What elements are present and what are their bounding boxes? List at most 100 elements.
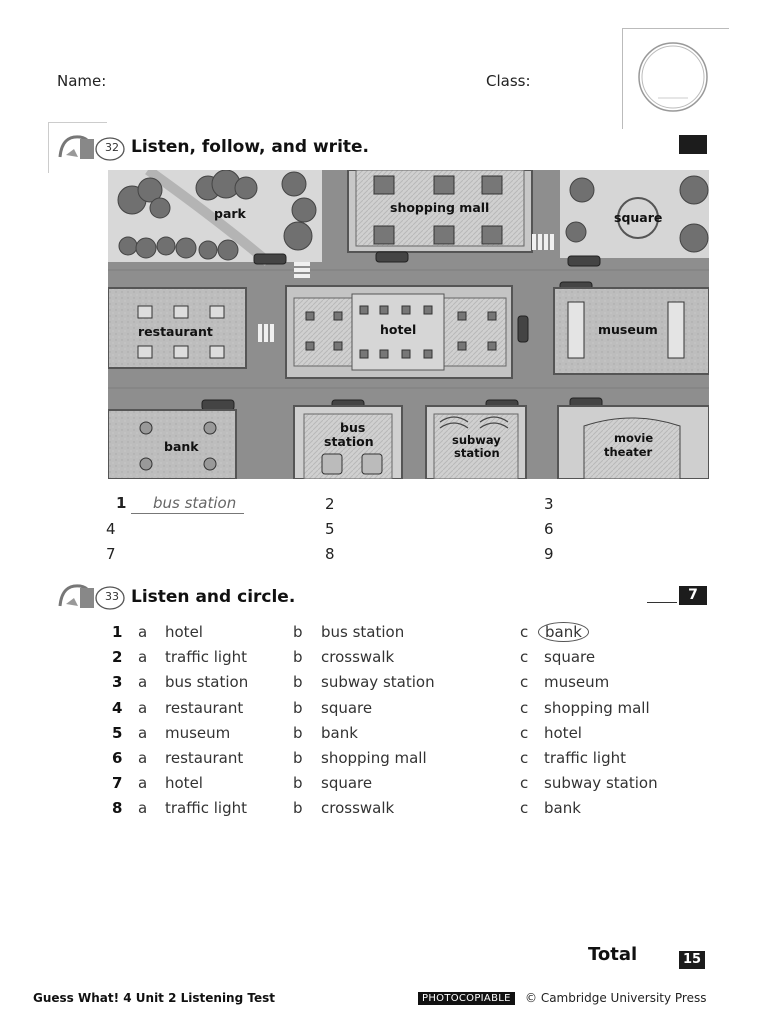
track-number-32: 32 bbox=[105, 141, 119, 154]
option-c[interactable]: square bbox=[544, 648, 596, 667]
write-number-8: 8 bbox=[325, 545, 335, 563]
option-a[interactable]: museum bbox=[165, 723, 231, 742]
option-a[interactable]: traffic light bbox=[165, 648, 248, 667]
write-number-5: 5 bbox=[325, 520, 335, 538]
option-b[interactable]: shopping mall bbox=[321, 749, 427, 767]
option-letter-c: c bbox=[520, 673, 529, 692]
map-label-park: park bbox=[214, 206, 247, 221]
option-b[interactable]: bank bbox=[321, 723, 358, 742]
section1-title: Listen, follow, and write. bbox=[131, 137, 370, 157]
class-label: Class: bbox=[486, 72, 531, 90]
map-label-bank: bank bbox=[164, 439, 199, 454]
option-c-circled[interactable]: bank bbox=[538, 622, 589, 642]
option-letter-a: a bbox=[138, 648, 148, 667]
map-museum: museum bbox=[553, 287, 709, 375]
write-number-9: 9 bbox=[544, 545, 554, 563]
option-c[interactable]: shopping mall bbox=[544, 698, 650, 717]
option-b[interactable]: subway station bbox=[321, 673, 435, 692]
option-letter-a: a bbox=[138, 623, 148, 641]
option-letter-b: b bbox=[293, 673, 303, 692]
photocopiable-badge: PHOTOCOPIABLE bbox=[418, 992, 515, 1005]
grade-circle bbox=[638, 42, 708, 112]
question-number: 3 bbox=[112, 673, 123, 692]
option-letter-a: a bbox=[138, 673, 148, 692]
option-letter-b: b bbox=[293, 774, 303, 793]
option-c[interactable]: traffic light bbox=[544, 749, 627, 767]
map-label-shopping-mall: shopping mall bbox=[390, 200, 489, 215]
map-bank: bank bbox=[108, 409, 237, 479]
option-c[interactable]: hotel bbox=[544, 723, 582, 742]
option-c[interactable]: subway station bbox=[544, 774, 658, 793]
write-number-7: 7 bbox=[106, 545, 116, 563]
option-a[interactable]: traffic light bbox=[165, 799, 248, 818]
option-b[interactable]: square bbox=[321, 698, 373, 717]
option-letter-b: b bbox=[293, 623, 303, 641]
map-square: square bbox=[560, 170, 709, 258]
section1-score-box bbox=[679, 135, 707, 154]
write-number-4: 4 bbox=[106, 520, 116, 538]
map-label-hotel: hotel bbox=[380, 322, 416, 337]
option-letter-b: b bbox=[293, 648, 303, 667]
section1-corner bbox=[48, 122, 107, 173]
option-letter-c: c bbox=[520, 774, 529, 793]
audio-cd-icon bbox=[58, 584, 125, 610]
option-c[interactable]: museum bbox=[544, 673, 610, 692]
map-subway-station: subway station bbox=[425, 405, 527, 479]
option-letter-b: b bbox=[293, 698, 303, 717]
option-a[interactable]: bus station bbox=[165, 673, 249, 692]
option-letter-b: b bbox=[293, 723, 303, 742]
option-letter-a: a bbox=[138, 799, 148, 818]
option-letter-a: a bbox=[138, 723, 148, 742]
question-number: 8 bbox=[112, 799, 123, 818]
map-label-movie-1: movie bbox=[614, 431, 653, 445]
map-label-bus-2: station bbox=[324, 434, 374, 449]
map-park: park bbox=[108, 170, 322, 266]
option-a[interactable]: hotel bbox=[165, 623, 203, 641]
map-movie-theater: movie theater bbox=[557, 405, 709, 479]
map-bus-station: bus station bbox=[293, 405, 403, 479]
map-label-movie-2: theater bbox=[604, 445, 653, 459]
option-a[interactable]: restaurant bbox=[165, 698, 244, 717]
option-letter-a: a bbox=[138, 774, 148, 793]
map-label-bus-1: bus bbox=[340, 420, 365, 435]
question-number: 5 bbox=[112, 723, 123, 742]
footer-title: Guess What! 4 Unit 2 Listening Test bbox=[33, 991, 275, 1005]
option-letter-c: c bbox=[520, 623, 529, 641]
map-label-subway-2: station bbox=[454, 446, 500, 460]
option-letter-c: c bbox=[520, 648, 529, 667]
write-number-3: 3 bbox=[544, 495, 554, 513]
score-corner-frame bbox=[622, 28, 729, 129]
option-b[interactable]: bus station bbox=[321, 623, 405, 641]
option-b[interactable]: crosswalk bbox=[321, 799, 395, 818]
option-b[interactable]: crosswalk bbox=[321, 648, 395, 667]
option-letter-c: c bbox=[520, 723, 529, 742]
option-a[interactable]: restaurant bbox=[165, 749, 244, 767]
write-number-6: 6 bbox=[544, 520, 554, 538]
town-map: park shopping mall square bbox=[108, 170, 709, 479]
option-b[interactable]: square bbox=[321, 774, 373, 793]
question-number: 6 bbox=[112, 749, 123, 767]
total-score-box: 15 bbox=[679, 951, 705, 969]
map-label-square: square bbox=[614, 210, 662, 225]
section2-score-line bbox=[647, 602, 677, 603]
option-a[interactable]: hotel bbox=[165, 774, 203, 793]
map-label-museum: museum bbox=[598, 322, 658, 337]
option-c[interactable]: bank bbox=[544, 799, 581, 818]
write-number-2: 2 bbox=[325, 495, 335, 513]
audio-cd-icon bbox=[58, 135, 125, 161]
name-label: Name: bbox=[57, 72, 107, 90]
question-number: 1 bbox=[112, 623, 123, 641]
total-label: Total bbox=[588, 944, 638, 965]
option-letter-b: b bbox=[293, 749, 303, 767]
write-number-1: 1 bbox=[116, 494, 127, 512]
map-restaurant: restaurant bbox=[108, 287, 247, 369]
track-number-33: 33 bbox=[105, 590, 119, 603]
